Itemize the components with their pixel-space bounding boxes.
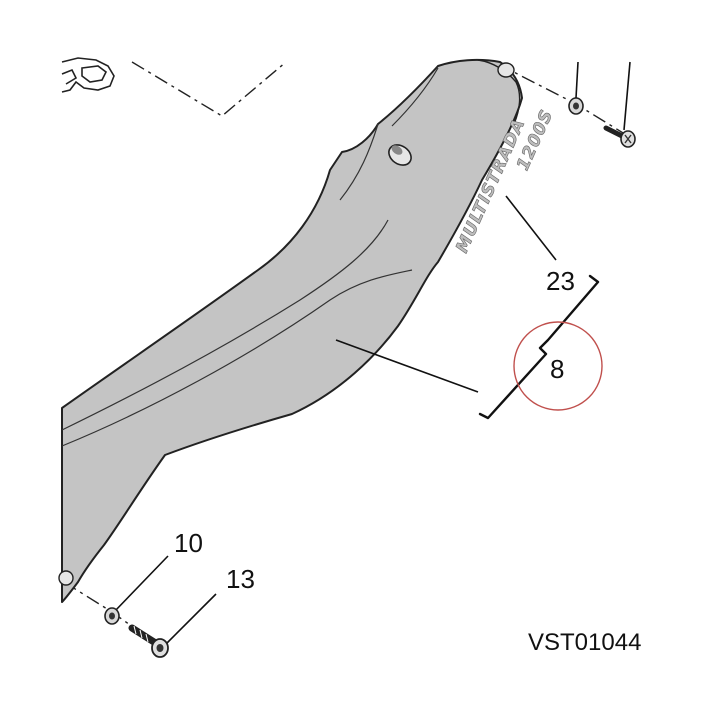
panel-mounting-hole bbox=[388, 144, 412, 166]
callout-label-10: 10 bbox=[174, 528, 203, 558]
washer-top bbox=[568, 97, 584, 115]
side-panel bbox=[58, 58, 523, 603]
washer-bottom bbox=[104, 607, 120, 625]
panel-mounting-hole bbox=[497, 62, 515, 78]
bracket-fragment bbox=[61, 57, 115, 93]
leader-lines bbox=[113, 61, 631, 645]
callout-brace bbox=[478, 274, 600, 420]
callout-label-8: 8 bbox=[550, 354, 564, 384]
screw-bottom bbox=[128, 624, 169, 658]
callout-label-23: 23 bbox=[546, 266, 575, 296]
panel-mounting-hole bbox=[58, 570, 74, 586]
drawing-code: VST01044 bbox=[528, 629, 641, 656]
callout-label-13: 13 bbox=[226, 564, 255, 594]
highlight-circle bbox=[513, 321, 603, 411]
panel-body bbox=[61, 58, 523, 603]
screw-top bbox=[603, 125, 636, 148]
